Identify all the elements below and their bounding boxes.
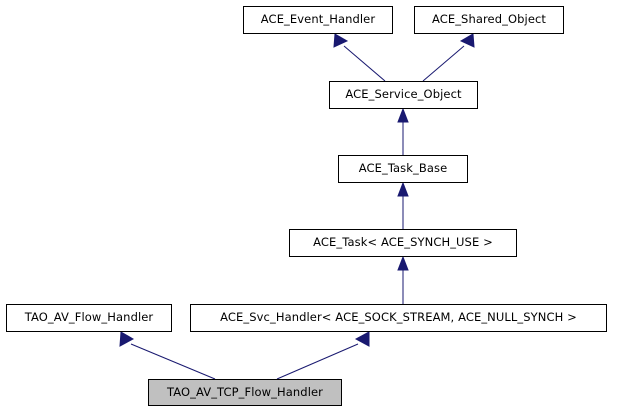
edge-tcp-to-svc <box>276 331 370 380</box>
class-node-label: ACE_Service_Object <box>345 87 462 102</box>
class-node-ace-task-synch[interactable]: ACE_Task< ACE_SYNCH_USE > <box>289 229 517 257</box>
edge-taskbase-to-service <box>397 107 409 155</box>
class-node-label: TAO_AV_Flow_Handler <box>24 310 154 325</box>
class-node-label: ACE_Event_Handler <box>260 12 376 27</box>
class-node-label: TAO_AV_TCP_Flow_Handler <box>167 384 323 399</box>
class-node-ace-task-base[interactable]: ACE_Task_Base <box>338 155 468 183</box>
class-node-tao-av-tcp-flow-handler[interactable]: TAO_AV_TCP_Flow_Handler <box>148 379 342 406</box>
class-node-tao-av-flow-handler[interactable]: TAO_AV_Flow_Handler <box>6 304 172 332</box>
edge-service-to-event <box>333 33 386 82</box>
class-node-label: ACE_Task< ACE_SYNCH_USE > <box>313 235 493 250</box>
class-node-ace-event-handler[interactable]: ACE_Event_Handler <box>243 6 393 34</box>
class-node-ace-svc-handler[interactable]: ACE_Svc_Handler< ACE_SOCK_STREAM, ACE_NU… <box>190 304 607 332</box>
edge-tcp-to-flow <box>119 331 216 380</box>
edge-svc-to-task <box>397 255 409 304</box>
edge-service-to-shared <box>422 33 475 82</box>
class-node-ace-shared-object[interactable]: ACE_Shared_Object <box>414 6 564 34</box>
class-node-label: ACE_Task_Base <box>358 161 448 176</box>
class-node-ace-service-object[interactable]: ACE_Service_Object <box>329 81 478 109</box>
edge-task-to-taskbase <box>397 181 409 229</box>
class-node-label: ACE_Svc_Handler< ACE_SOCK_STREAM, ACE_NU… <box>220 310 577 325</box>
class-node-label: ACE_Shared_Object <box>431 12 547 27</box>
